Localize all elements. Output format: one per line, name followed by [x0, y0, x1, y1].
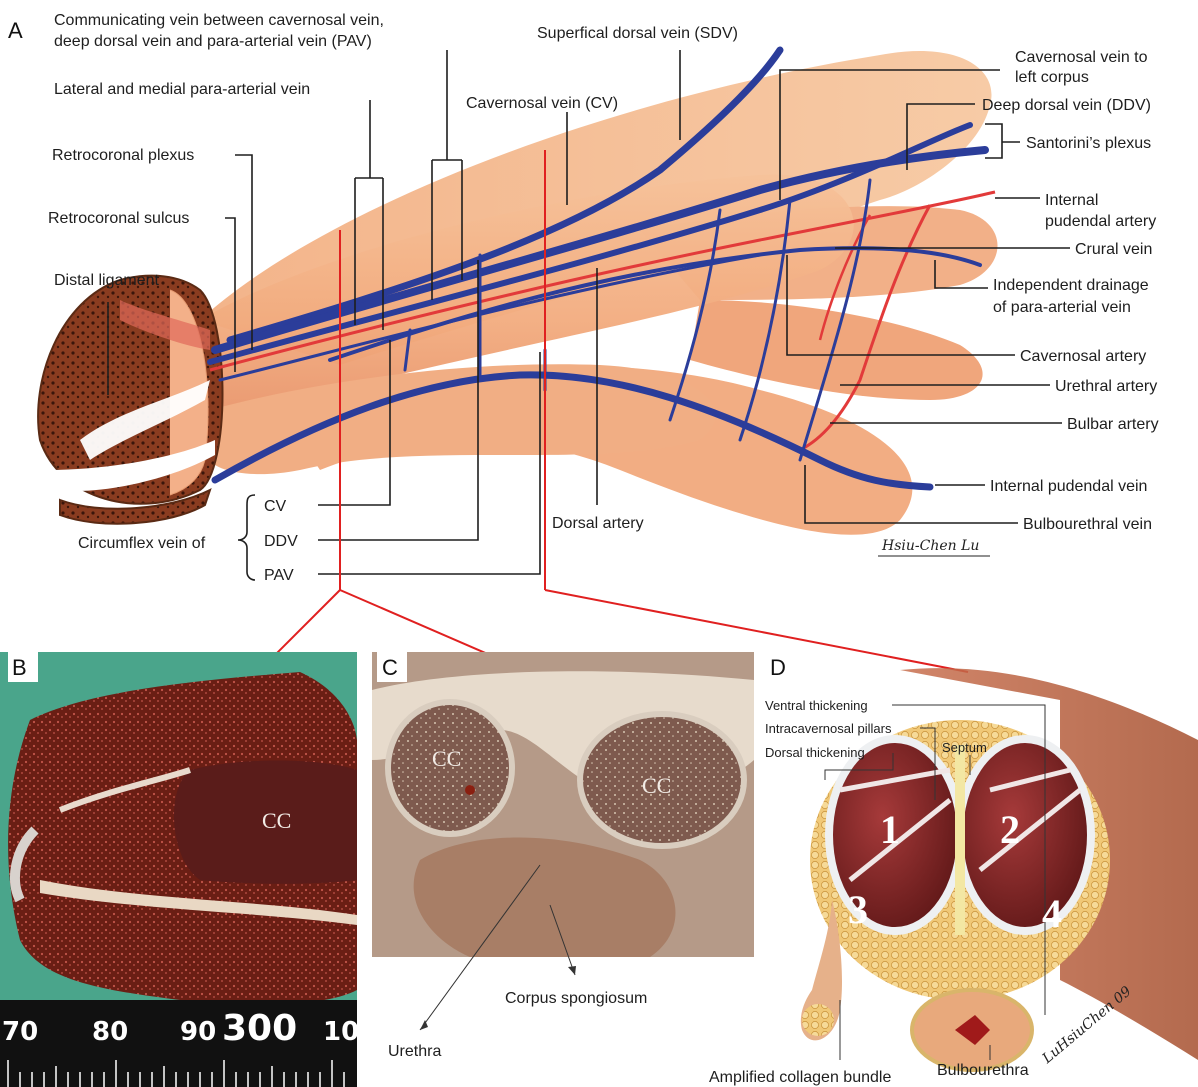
label-independent-drainage-2: of para-arterial vein — [993, 299, 1131, 316]
label-communicating-vein-2: deep dorsal vein and para-arterial vein … — [54, 33, 372, 50]
label-cv-left-corpus-2: left corpus — [1015, 69, 1089, 86]
panel-c-photo: C CC CC Corpus spongiosum Urethra — [372, 652, 754, 1060]
panel-d-signature: LuHsiuChen 09 — [1039, 983, 1135, 1067]
label-distal-ligament: Distal ligament — [54, 272, 159, 289]
label-bulbourethral-vein: Bulbourethral vein — [1023, 516, 1152, 533]
panel-c-spongiosum-arrowhead — [568, 966, 576, 975]
panel-d-collagen-dots — [802, 1004, 834, 1036]
ruler-number-10: 10 — [323, 1017, 359, 1047]
panel-d-illustration: D Ventral thickening Intracavernosal pil… — [709, 655, 1198, 1086]
label-cavernosal-artery: Cavernosal artery — [1020, 348, 1146, 365]
glans-cross-section — [38, 276, 222, 524]
label-internal-pudendal-vein: Internal pudendal vein — [990, 478, 1147, 495]
label-bulbar-artery: Bulbar artery — [1067, 416, 1159, 433]
label-dorsal-thickening: Dorsal thickening — [765, 745, 865, 760]
panel-b-ruler — [0, 1000, 357, 1087]
label-internal-pudendal-artery-1: Internal — [1045, 192, 1098, 209]
label-cavernosal-vein: Cavernosal vein (CV) — [466, 95, 618, 112]
label-deep-dorsal-vein: Deep dorsal vein (DDV) — [982, 97, 1151, 114]
label-urethral-artery: Urethral artery — [1055, 378, 1157, 395]
ruler-number-90: 90 — [180, 1017, 216, 1047]
panel-c-cc-right: CC — [642, 773, 671, 798]
label-bulbourethra: Bulbourethra — [937, 1062, 1029, 1079]
label-amplified-collagen-bundle: Amplified collagen bundle — [709, 1069, 891, 1086]
panel-c-letter: C — [382, 655, 398, 680]
label-intracavernosal-pillars: Intracavernosal pillars — [765, 721, 892, 736]
label-lateral-medial-pav: Lateral and medial para-arterial vein — [54, 81, 310, 98]
label-retrocoronal-sulcus: Retrocoronal sulcus — [48, 210, 189, 227]
label-circumflex-cv: CV — [264, 498, 287, 515]
label-superficial-dorsal-vein: Superfical dorsal vein (SDV) — [537, 25, 738, 42]
panel-d-number-2: 2 — [1000, 807, 1020, 852]
label-cv-left-corpus-1: Cavernosal vein to — [1015, 49, 1148, 66]
panel-a-letter: A — [8, 18, 23, 43]
label-crural-vein: Crural vein — [1075, 241, 1152, 258]
panel-c-artery-dot — [465, 785, 475, 795]
panel-b-photo: 70 80 90 300 10 B CC — [0, 652, 359, 1087]
panel-a-signature: Hsiu-Chen Lu — [881, 538, 979, 554]
panel-b-cc-label: CC — [262, 808, 291, 833]
label-dorsal-artery: Dorsal artery — [552, 515, 644, 532]
label-circumflex-vein: Circumflex vein of — [78, 535, 206, 552]
ruler-number-80: 80 — [92, 1017, 128, 1047]
ruler-number-300: 300 — [222, 1008, 297, 1049]
panel-d-number-4: 4 — [1042, 891, 1062, 936]
panel-a-illustration: A Communicating vein between cavernosal … — [8, 12, 1159, 678]
label-santorini-plexus: Santorini’s plexus — [1026, 135, 1151, 152]
label-internal-pudendal-artery-2: pudendal artery — [1045, 213, 1156, 230]
label-communicating-vein-1: Communicating vein between cavernosal ve… — [54, 12, 384, 29]
label-urethra: Urethra — [388, 1043, 441, 1060]
label-independent-drainage-1: Independent drainage — [993, 277, 1149, 294]
panel-d-number-3: 3 — [848, 887, 868, 932]
label-circumflex-ddv: DDV — [264, 533, 298, 550]
label-corpus-spongiosum: Corpus spongiosum — [505, 990, 647, 1007]
label-retrocoronal-plexus: Retrocoronal plexus — [52, 147, 194, 164]
label-ventral-thickening: Ventral thickening — [765, 698, 868, 713]
ruler-number-70: 70 — [2, 1017, 38, 1047]
panel-c-cc-left: CC — [432, 746, 461, 771]
panel-d-letter: D — [770, 655, 786, 680]
label-septum: Septum — [942, 740, 987, 755]
label-circumflex-pav: PAV — [264, 567, 294, 584]
panel-b-letter: B — [12, 655, 27, 680]
panel-d-number-1: 1 — [880, 807, 900, 852]
